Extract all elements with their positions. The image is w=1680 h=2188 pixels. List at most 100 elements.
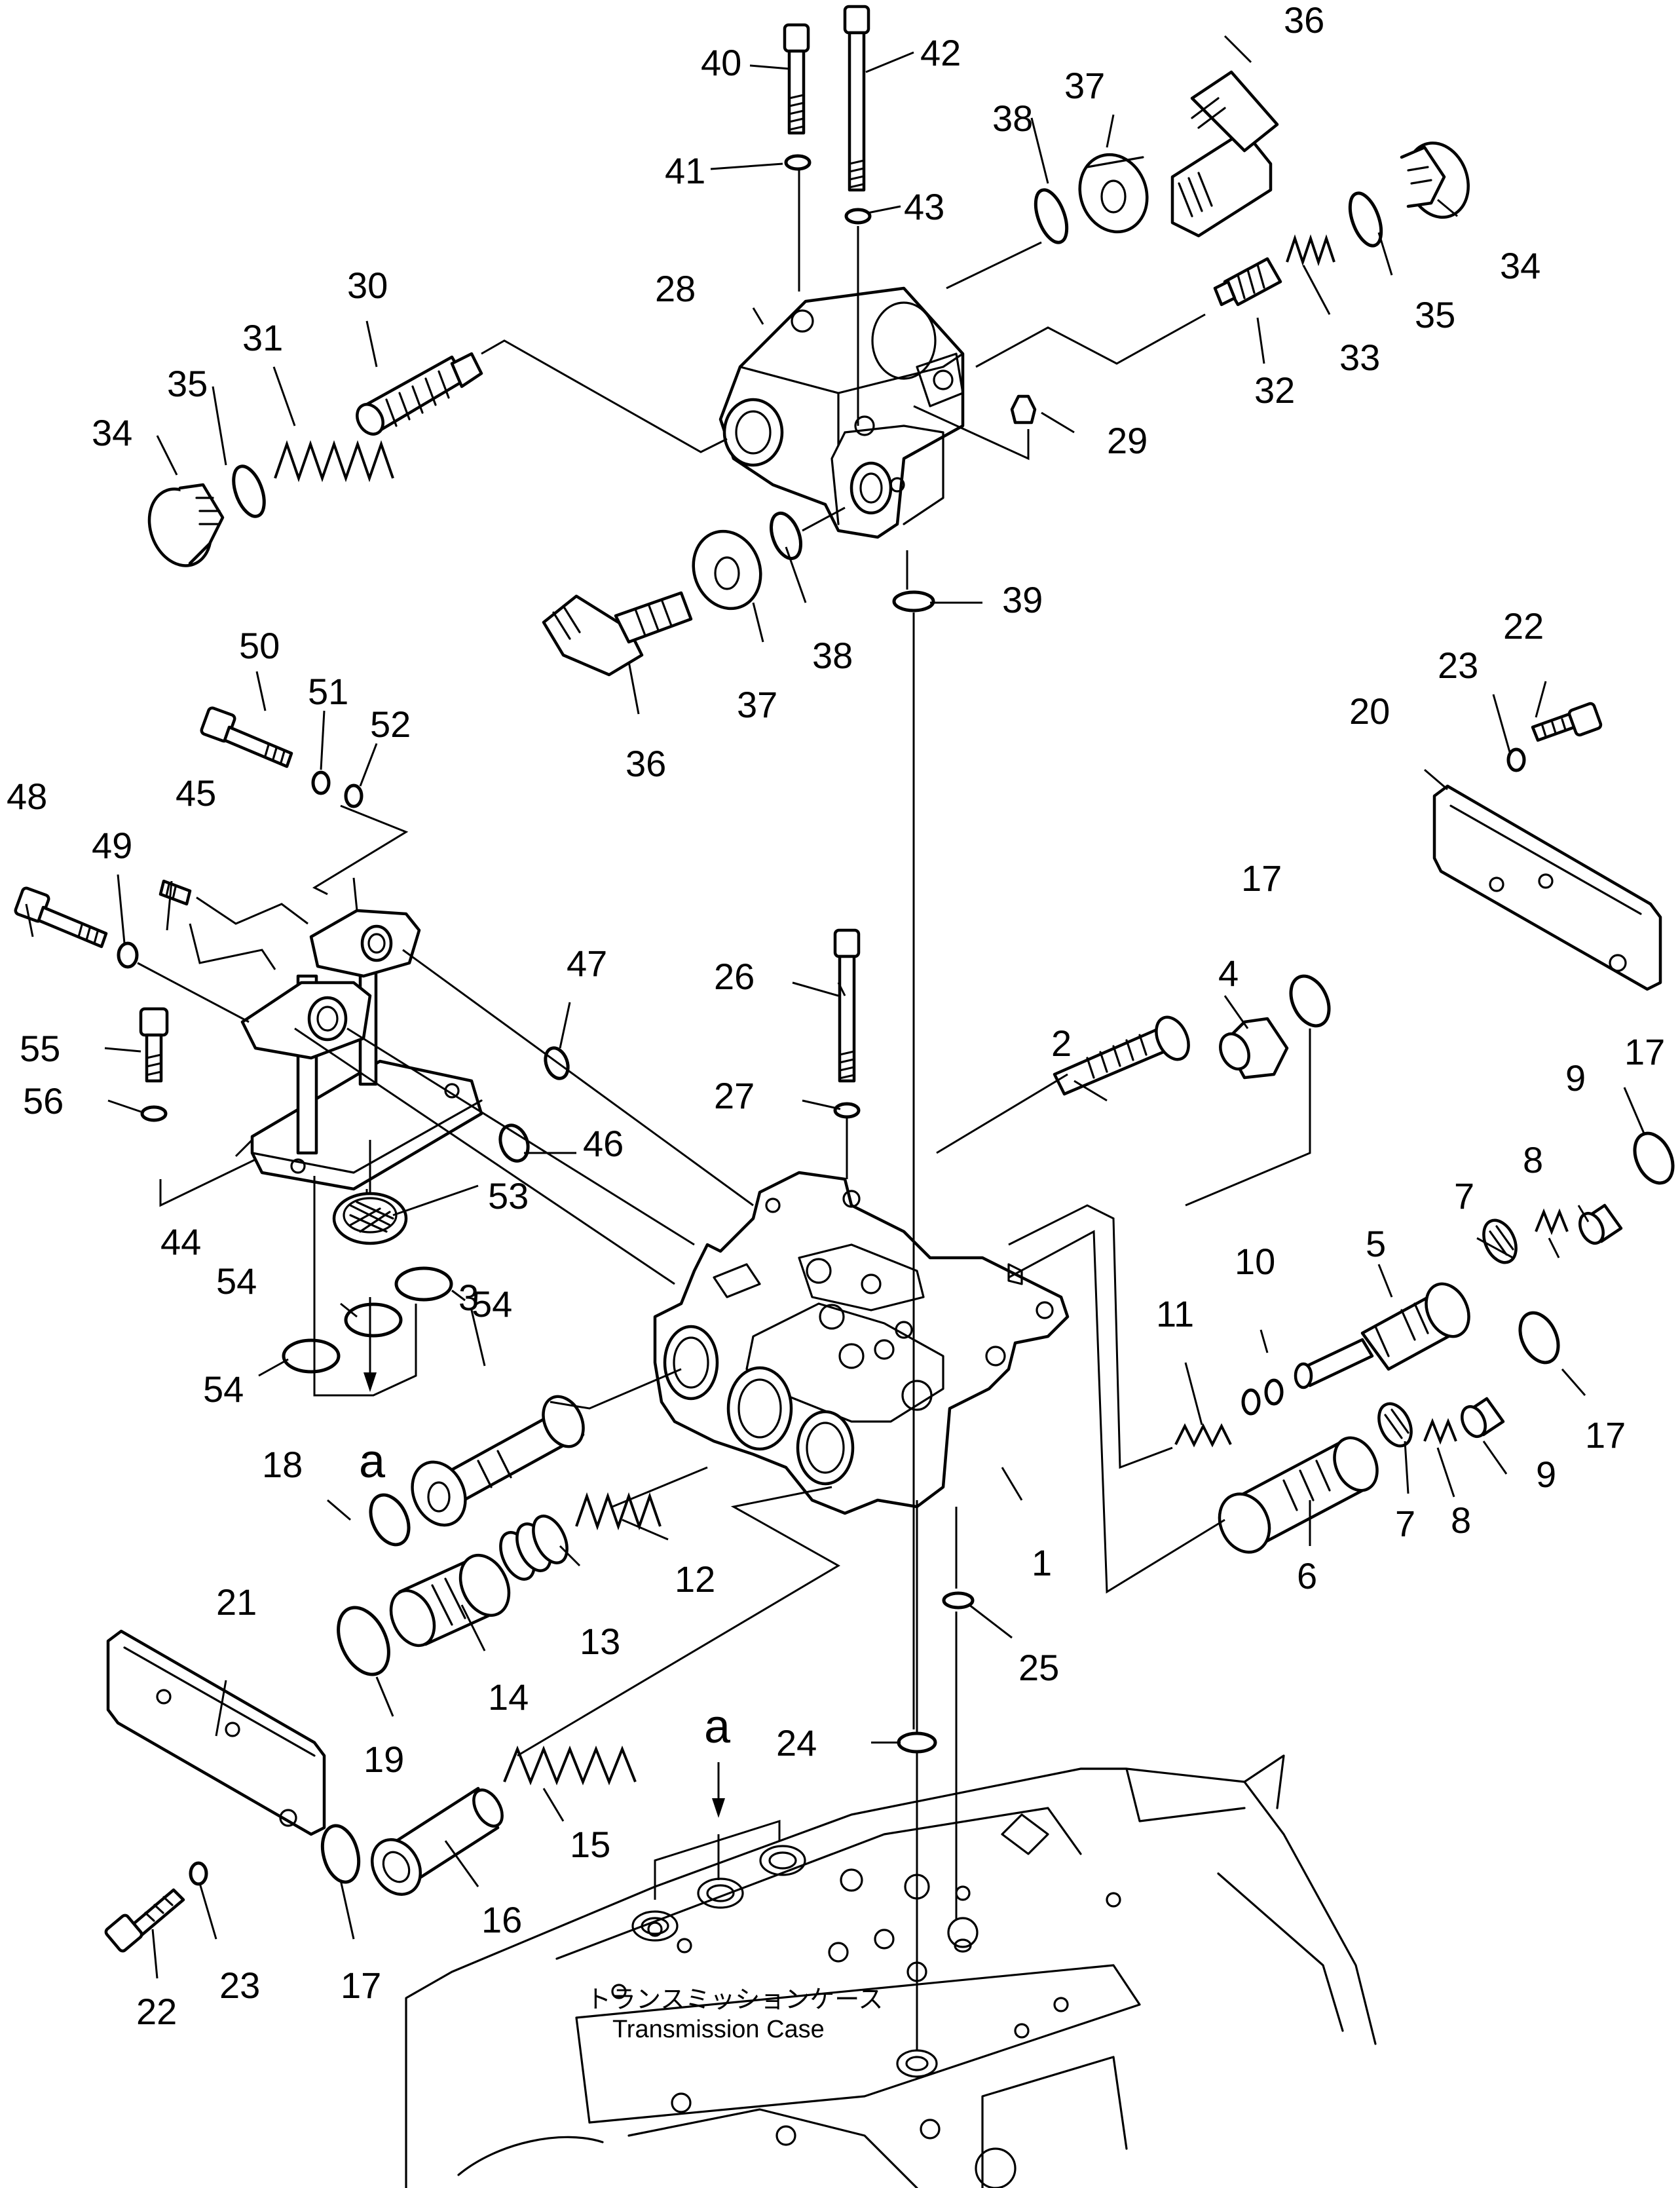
strainer-53 bbox=[332, 1192, 408, 1245]
stopper-7-upper bbox=[1482, 1218, 1518, 1264]
callout-6: 6 bbox=[1297, 1555, 1317, 1596]
o-ring-35-left bbox=[232, 464, 266, 518]
callout-8b: 8 bbox=[1451, 1500, 1471, 1541]
callout-14: 14 bbox=[488, 1676, 529, 1718]
callout-55: 55 bbox=[20, 1028, 60, 1069]
seat-10-a bbox=[1241, 1388, 1261, 1416]
plug-34-left bbox=[147, 483, 225, 567]
callout-35b: 35 bbox=[1415, 294, 1455, 335]
o-ring-46 bbox=[498, 1123, 530, 1163]
o-ring-17-lower bbox=[1518, 1311, 1560, 1365]
callout-24: 24 bbox=[776, 1722, 817, 1764]
bolt-22-top bbox=[1531, 702, 1603, 742]
washer-49 bbox=[117, 941, 139, 969]
callout-41: 41 bbox=[665, 150, 705, 191]
callout-leaders bbox=[25, 35, 1645, 1979]
callout-42: 42 bbox=[920, 32, 961, 73]
washer-23-top bbox=[1506, 747, 1526, 772]
callout-44: 44 bbox=[160, 1221, 201, 1262]
callout-53: 53 bbox=[488, 1175, 529, 1217]
callout-7b: 7 bbox=[1395, 1503, 1415, 1544]
callout-17a: 17 bbox=[1241, 858, 1282, 899]
stopper-7-lower bbox=[1377, 1402, 1413, 1448]
callout-12: 12 bbox=[675, 1558, 715, 1600]
case-label-en: Transmission Case bbox=[612, 2016, 825, 2043]
callout-17d: 17 bbox=[341, 1965, 381, 2006]
callout-21: 21 bbox=[216, 1581, 257, 1623]
callout-29: 29 bbox=[1107, 420, 1148, 461]
o-ring-24 bbox=[897, 1731, 937, 1754]
spring-8-upper bbox=[1535, 1208, 1569, 1235]
callout-51: 51 bbox=[308, 671, 348, 712]
callout-37a: 37 bbox=[1064, 65, 1105, 106]
o-ring-39 bbox=[892, 590, 935, 613]
o-ring-38-bottom bbox=[770, 511, 802, 561]
reference-mark-case: a bbox=[704, 1701, 731, 1753]
case-label-jp: トランスミッションケース bbox=[586, 1986, 883, 2014]
callout-15: 15 bbox=[570, 1824, 610, 1865]
callout-22a: 22 bbox=[1503, 605, 1544, 647]
callout-43: 43 bbox=[904, 186, 944, 227]
plug-4 bbox=[1219, 1017, 1289, 1080]
bolt-50 bbox=[200, 706, 293, 768]
callout-18: 18 bbox=[262, 1444, 303, 1485]
manifold-44 bbox=[250, 928, 483, 1191]
seat-10-b bbox=[1264, 1378, 1284, 1406]
washer-27 bbox=[833, 1102, 861, 1119]
callout-47: 47 bbox=[567, 943, 607, 984]
solenoid-valve-block bbox=[719, 286, 965, 539]
o-ring-19 bbox=[337, 1606, 390, 1676]
callout-54a: 54 bbox=[216, 1260, 257, 1302]
valve-body bbox=[653, 1171, 1070, 1515]
callout-3: 3 bbox=[458, 1277, 479, 1318]
washers-13 bbox=[499, 1515, 569, 1581]
callout-1: 1 bbox=[1032, 1542, 1052, 1583]
callout-27: 27 bbox=[714, 1075, 755, 1116]
callout-56: 56 bbox=[23, 1080, 64, 1122]
bolt-42 bbox=[843, 5, 870, 192]
o-ring-17-left bbox=[320, 1824, 361, 1884]
callout-17b: 17 bbox=[1624, 1031, 1665, 1072]
callout-9a: 9 bbox=[1565, 1057, 1586, 1099]
callout-labels: 1 2 3 4 5 6 7 7 8 8 9 9 10 11 12 13 14 1… bbox=[7, 0, 1665, 2032]
callout-36a: 36 bbox=[1284, 0, 1324, 41]
spring-12 bbox=[575, 1492, 662, 1531]
plug-34-right bbox=[1400, 141, 1470, 219]
spring-8-lower bbox=[1423, 1418, 1457, 1445]
bolt-26 bbox=[833, 928, 861, 1083]
piston-6 bbox=[1218, 1436, 1379, 1554]
washer-23-bottom bbox=[189, 1861, 208, 1886]
callout-7a: 7 bbox=[1454, 1175, 1474, 1217]
o-ring-35-right bbox=[1348, 191, 1383, 248]
callout-5: 5 bbox=[1366, 1223, 1386, 1264]
washer-43 bbox=[844, 208, 872, 225]
reference-mark-manifold: a bbox=[359, 1435, 386, 1488]
callout-9b: 9 bbox=[1536, 1454, 1556, 1495]
washer-56 bbox=[140, 1105, 168, 1122]
callout-37b: 37 bbox=[737, 684, 777, 725]
cover-20 bbox=[1432, 784, 1662, 991]
spool-30 bbox=[356, 352, 483, 436]
bolt-40 bbox=[783, 23, 810, 135]
callout-16: 16 bbox=[481, 1899, 522, 1940]
o-ring-18 bbox=[369, 1493, 411, 1547]
callout-26: 26 bbox=[714, 956, 755, 997]
callout-40: 40 bbox=[701, 42, 741, 83]
callout-32: 32 bbox=[1254, 369, 1295, 411]
o-ring-54-left bbox=[282, 1338, 341, 1374]
callout-38b: 38 bbox=[812, 635, 853, 676]
plug-9-upper bbox=[1578, 1203, 1623, 1245]
spool-5 bbox=[1294, 1282, 1470, 1389]
callout-4: 4 bbox=[1218, 953, 1239, 994]
elbow-36-bottom bbox=[542, 591, 693, 677]
callout-22b: 22 bbox=[136, 1991, 177, 2032]
assembly-lines bbox=[137, 170, 1311, 2050]
spring-11 bbox=[1174, 1423, 1232, 1448]
callout-52: 52 bbox=[370, 704, 411, 745]
nut-37-bottom bbox=[692, 529, 762, 611]
spool-3 bbox=[411, 1395, 585, 1527]
callout-2: 2 bbox=[1051, 1023, 1072, 1064]
callout-50: 50 bbox=[239, 625, 280, 666]
plug-14 bbox=[389, 1553, 511, 1648]
